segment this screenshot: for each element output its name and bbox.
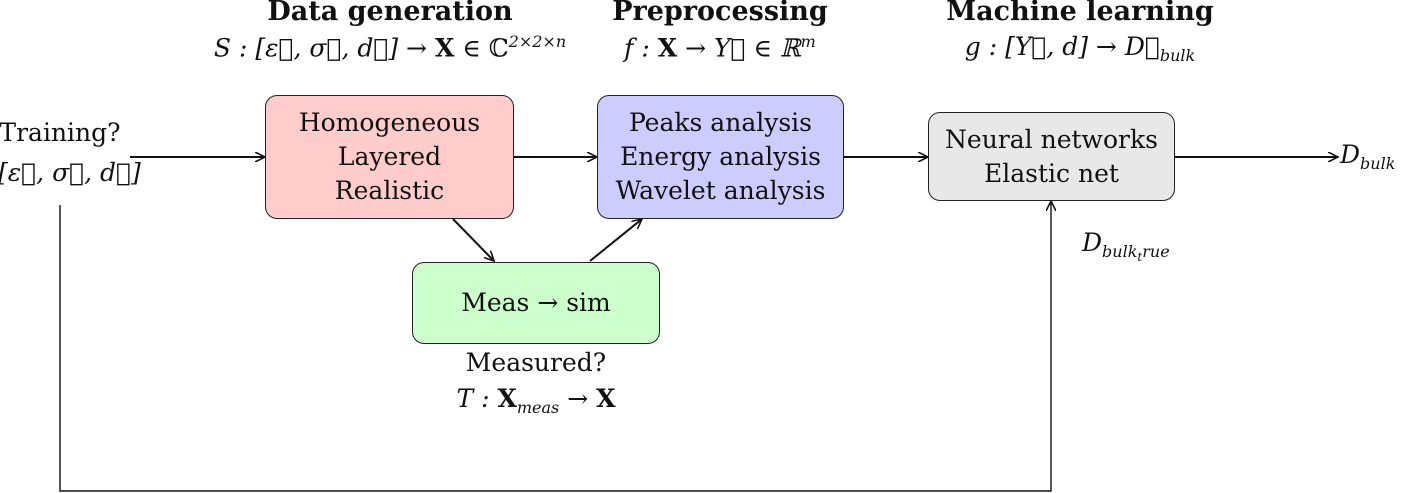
box-item: Peaks analysis [628, 108, 812, 137]
box-item: Realistic [334, 176, 445, 205]
formula-sub: bulk [1159, 46, 1196, 65]
true-sub-main: bulk [1102, 242, 1138, 261]
box-data-generation: Homogeneous Layered Realistic [265, 95, 514, 219]
arrow-meas-to-preprocessing [589, 219, 642, 262]
formula-part: → [559, 384, 597, 413]
formula-part: → Y⃗ ∈ ℝ [677, 33, 801, 63]
measured-label: Measured? [465, 348, 607, 377]
formula-part: f : [624, 33, 658, 63]
box-item: Elastic net [984, 158, 1119, 188]
formula-bold-x: X [497, 384, 517, 413]
stage-title-machine-learning: Machine learning [946, 0, 1214, 27]
box-item: Neural networks [945, 124, 1158, 154]
output-symbol: D [1340, 140, 1361, 169]
formula-sup: 2×2×n [508, 32, 567, 51]
box-preprocessing: Peaks analysis Energy analysis Wavelet a… [597, 95, 844, 219]
formula-bold-x: X [657, 33, 678, 63]
box-item: Energy analysis [620, 142, 821, 171]
formula-preprocessing: f : X → Y⃗ ∈ ℝm [570, 32, 870, 62]
formula-part: : [ε⃗, σ⃗, d⃗] → [231, 33, 435, 63]
box-item: Layered [337, 142, 442, 171]
stage-title-data-generation: Data generation [267, 0, 513, 27]
formula-part: g : [Y⃗, d] → D⃗ [964, 32, 1160, 61]
formula-part: ∈ ℂ [454, 33, 509, 63]
arrow-generation-to-meas [452, 218, 494, 261]
true-symbol: D [1082, 228, 1103, 257]
box-meas-to-sim: Meas → sim [412, 262, 660, 344]
output-label: Dbulk [1340, 140, 1414, 173]
true-sub-rest: rue [1142, 242, 1170, 261]
feedback-line [59, 201, 1051, 492]
output-sub: bulk [1360, 154, 1396, 173]
training-vector: [ε⃗, σ⃗, d⃗] [0, 158, 141, 187]
stage-title-preprocessing: Preprocessing [612, 0, 828, 27]
formula-part: T : [456, 384, 498, 413]
training-label: Training? [0, 118, 121, 147]
formula-bold-x: X [434, 33, 455, 63]
true-sub: bulktrue [1102, 242, 1170, 265]
formula-bold-x: X [596, 384, 616, 413]
true-label: Dbulktrue [1082, 228, 1222, 264]
box-item: Homogeneous [298, 108, 481, 137]
box-machine-learning: Neural networks Elastic net [928, 112, 1175, 201]
measured-formula: T : Xmeas → X [386, 384, 686, 417]
formula-machine-learning: g : [Y⃗, d] → D⃗bulk [900, 32, 1260, 65]
formula-data-generation: S : [ε⃗, σ⃗, d⃗] → X ∈ ℂ2×2×n [190, 32, 590, 62]
formula-sup: m [800, 32, 816, 51]
formula-sub: meas [516, 398, 560, 417]
true-subsub: t [1137, 250, 1143, 265]
box-item: Meas → sim [461, 288, 611, 317]
formula-symbol: S [213, 33, 231, 63]
box-item: Wavelet analysis [615, 176, 826, 205]
